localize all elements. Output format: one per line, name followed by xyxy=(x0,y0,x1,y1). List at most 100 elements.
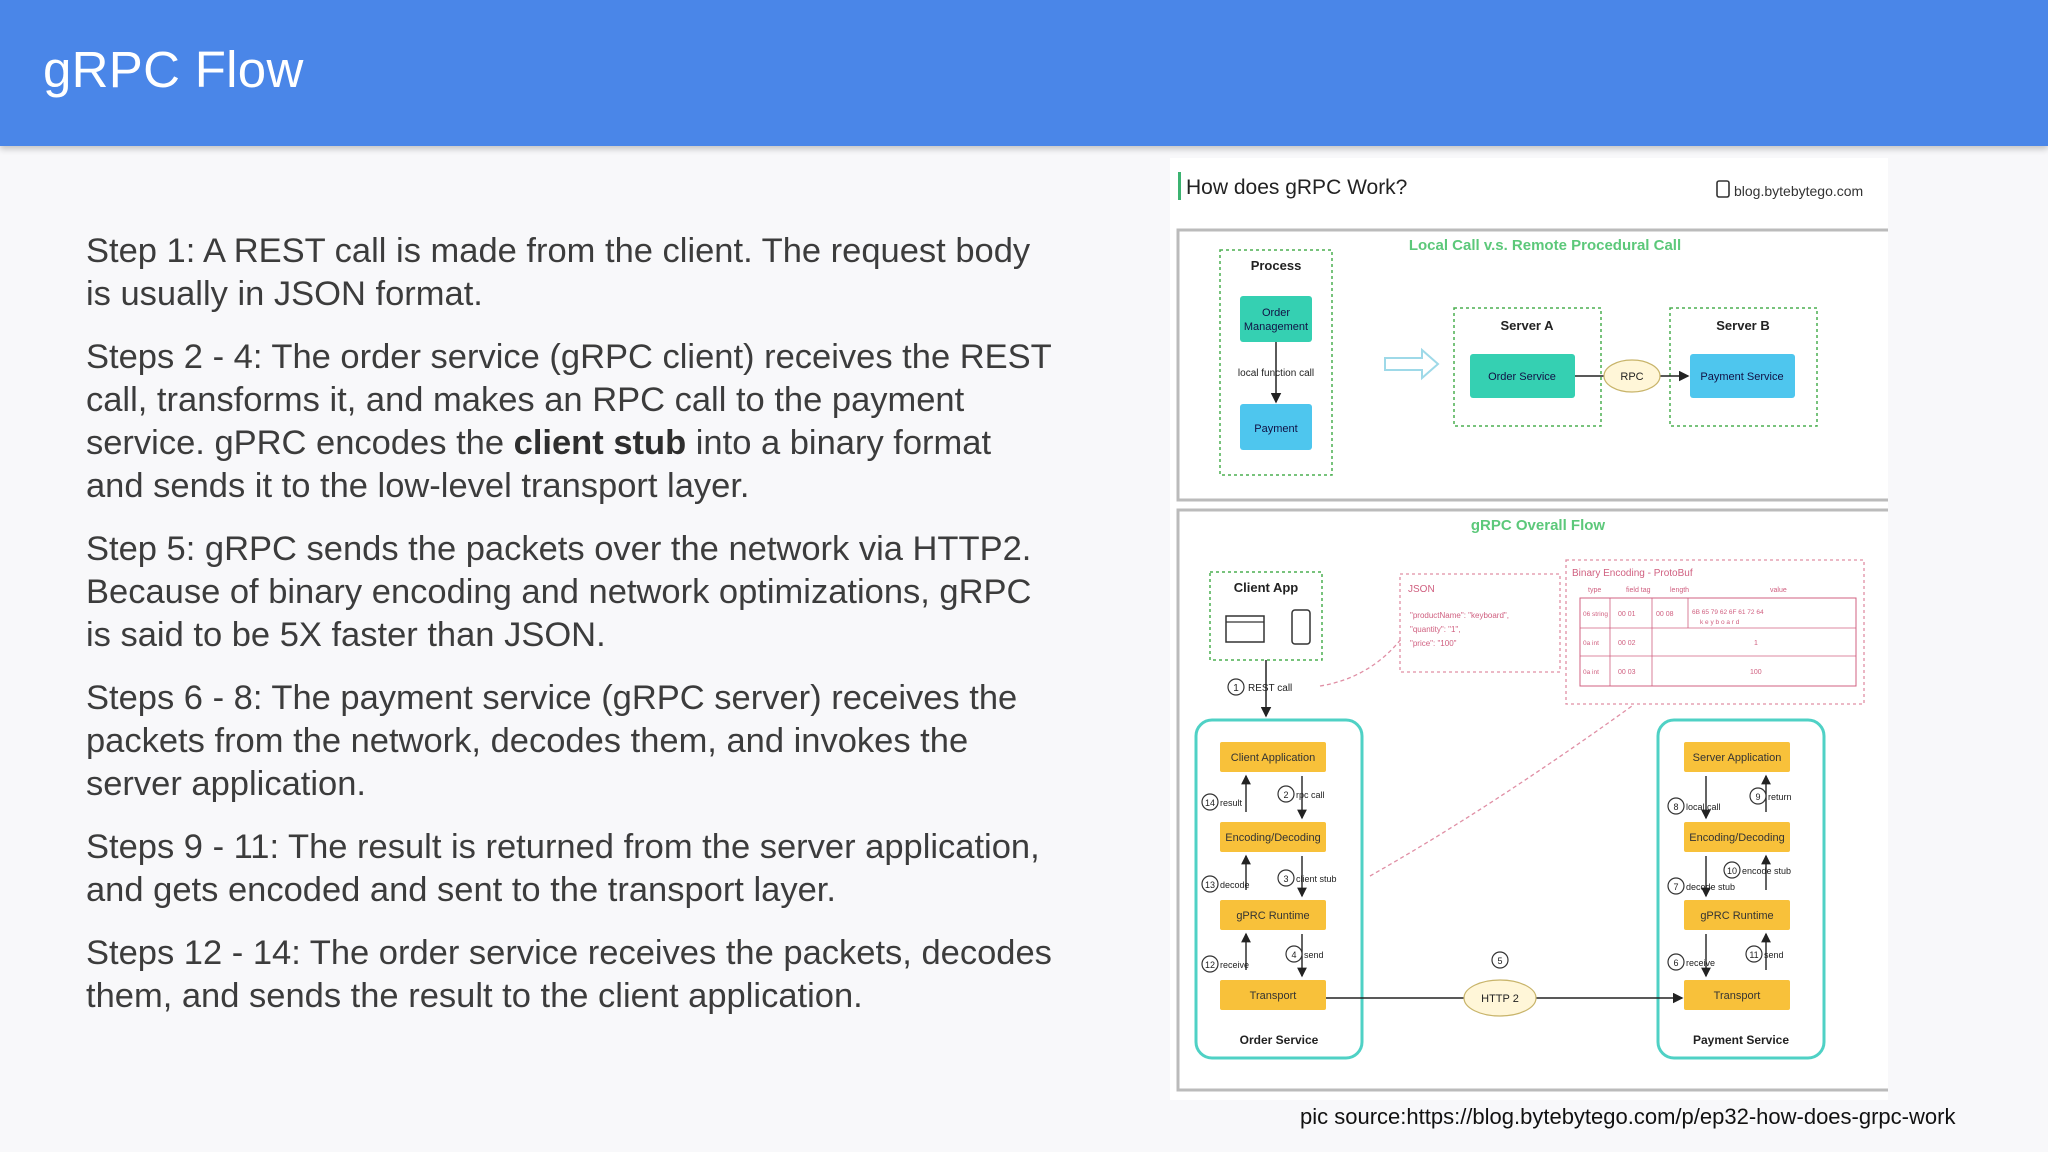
step-1-badge xyxy=(1227,678,1245,696)
runtime-layer xyxy=(1684,900,1790,930)
order-management-box xyxy=(1240,296,1312,342)
protobuf-connector xyxy=(1369,705,1633,877)
order-management-label: Management xyxy=(1244,321,1308,333)
figure-title: How does gRPC Work? xyxy=(1186,176,1407,199)
col-field-header: field tag xyxy=(1626,587,1651,594)
svg-text:13: 13 xyxy=(1205,880,1215,890)
step-label: client stub xyxy=(1296,874,1337,884)
table-cell: 00 02 xyxy=(1618,640,1636,647)
svg-text:9: 9 xyxy=(1755,792,1760,802)
order-management-label: Order xyxy=(1262,307,1290,319)
server-application-layer xyxy=(1684,742,1790,772)
table-cell: 06 string xyxy=(1583,611,1608,618)
rpc-label: RPC xyxy=(1620,371,1643,383)
step-text: Steps 2 - 4: The order service (gRPC cli… xyxy=(86,338,1052,462)
step-label: rpc call xyxy=(1296,790,1325,800)
server-application-label: Server Application xyxy=(1693,752,1782,764)
client-application-label: Client Application xyxy=(1231,752,1315,764)
payment-box xyxy=(1240,404,1312,450)
step-bold-text: client stub xyxy=(513,424,687,462)
step-paragraph: Step 5: gRPC sends the packets over the … xyxy=(86,530,1032,654)
svg-text:12: 12 xyxy=(1205,960,1215,970)
step-paragraph: Steps 12 - 14: The order service receive… xyxy=(86,934,1052,1015)
step-2-badge xyxy=(1277,785,1295,803)
table-cell: 1 xyxy=(1754,640,1758,647)
server-a-label: Server A xyxy=(1501,318,1555,333)
protobuf-table xyxy=(1579,597,1857,687)
step-5-badge xyxy=(1491,951,1509,969)
json-connector xyxy=(1319,637,1403,687)
col-length-header: length xyxy=(1670,587,1689,594)
slide-title: gRPC Flow xyxy=(43,41,304,98)
svg-text:2: 2 xyxy=(1283,790,1288,800)
steps-list: Step 1: A REST call is made from the cli… xyxy=(86,230,1056,1038)
client-application-layer xyxy=(1220,742,1326,772)
order-service-box xyxy=(1470,354,1575,398)
encoding-label: Encoding/Decoding xyxy=(1225,832,1320,844)
mobile-phone-icon xyxy=(1291,609,1311,645)
step-label: result xyxy=(1220,798,1243,808)
order-service-stack-label: Order Service xyxy=(1240,1033,1319,1047)
runtime-label: gPRC Runtime xyxy=(1236,910,1309,922)
step-label: local call xyxy=(1686,802,1721,812)
payment-service-label: Payment Service xyxy=(1700,371,1783,383)
http2-cloud-icon xyxy=(1463,979,1537,1017)
table-cell: 0a int xyxy=(1583,669,1599,676)
table-cell: 0a int xyxy=(1583,640,1599,647)
payment-service-box xyxy=(1690,354,1795,398)
transport-layer xyxy=(1684,980,1790,1010)
json-line: "productName": "keyboard", xyxy=(1410,611,1509,620)
json-line: "quantity": "1", xyxy=(1410,625,1461,634)
step-label: decode stub xyxy=(1686,882,1735,892)
payment-label: Payment xyxy=(1254,423,1297,435)
protobuf-title: Binary Encoding - ProtoBuf xyxy=(1572,568,1693,579)
step-12-badge xyxy=(1201,955,1219,973)
step-3-badge xyxy=(1277,869,1295,887)
table-cell: k e y b o a r d xyxy=(1700,619,1740,626)
step-label: encode stub xyxy=(1742,866,1791,876)
step-paragraph: Steps 6 - 8: The payment service (gRPC s… xyxy=(86,679,1018,803)
step-9-badge xyxy=(1749,787,1767,805)
step-label: return xyxy=(1768,792,1792,802)
table-cell: 100 xyxy=(1750,669,1762,676)
figure-brand: blog.bytebytego.com xyxy=(1734,183,1863,199)
step-14-badge xyxy=(1201,793,1219,811)
json-title: JSON xyxy=(1408,584,1435,595)
col-type-header: type xyxy=(1588,587,1601,594)
step-8-badge xyxy=(1667,797,1685,815)
encoding-layer xyxy=(1220,822,1326,852)
rest-call-label: REST call xyxy=(1248,683,1292,694)
local-call-label: local function call xyxy=(1238,368,1314,379)
svg-text:14: 14 xyxy=(1205,798,1215,808)
order-service-label: Order Service xyxy=(1488,371,1556,383)
step-label: receive xyxy=(1686,958,1715,968)
transport-layer xyxy=(1220,980,1326,1010)
transport-label: Transport xyxy=(1714,990,1761,1002)
grpc-diagram: How does gRPC Work? blog.bytebytego.com … xyxy=(1176,172,1888,1092)
runtime-label: gPRC Runtime xyxy=(1700,910,1773,922)
step-6-badge xyxy=(1667,953,1685,971)
svg-text:4: 4 xyxy=(1291,950,1296,960)
step-label: decode xyxy=(1220,880,1250,890)
step-4-badge xyxy=(1285,945,1303,963)
runtime-layer xyxy=(1220,900,1326,930)
payment-service-stack xyxy=(1656,718,1826,1060)
svg-text:11: 11 xyxy=(1749,950,1758,960)
svg-text:7: 7 xyxy=(1673,882,1678,892)
encoding-label: Encoding/Decoding xyxy=(1689,832,1784,844)
desktop-browser-icon xyxy=(1225,615,1265,643)
protobuf-box xyxy=(1565,559,1865,705)
compare-panel-heading: Local Call v.s. Remote Procedural Call xyxy=(1409,237,1681,254)
step-paragraph: Steps 2 - 4: The order service (gRPC cli… xyxy=(86,336,1056,508)
title-accent-bar xyxy=(1178,172,1181,200)
json-line: "price": "100" xyxy=(1410,639,1457,648)
step-paragraph: Step 1: A REST call is made from the cli… xyxy=(86,232,1031,313)
http2-label: HTTP 2 xyxy=(1481,993,1519,1005)
step-label: receive xyxy=(1220,960,1249,970)
server-b-label: Server B xyxy=(1716,318,1769,333)
step-7-badge xyxy=(1667,877,1685,895)
table-cell: 00 03 xyxy=(1618,669,1636,676)
table-cell: 00 01 xyxy=(1618,611,1636,618)
transform-arrow-icon xyxy=(1384,347,1440,381)
svg-text:5: 5 xyxy=(1497,956,1502,966)
